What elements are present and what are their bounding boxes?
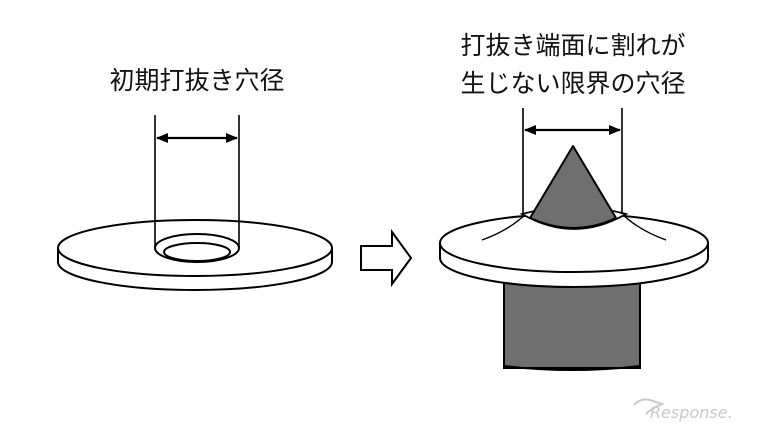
die-cylinder-bottom [503,365,641,371]
initial-hole-diameter-label: 初期打抜き穴径 [109,66,284,95]
conical-punch [529,145,617,229]
expanded-disk-group [439,145,709,371]
initial-disk-group [57,219,333,291]
initial-hole-inner [163,242,231,262]
response-watermark: Response. [633,398,733,422]
watermark-logo-icon [633,398,665,415]
process-arrow-icon [360,228,413,288]
limit-hole-diameter-label-line2: 生じない限界の穴径 [460,69,685,98]
conical-punch-base [529,217,617,229]
watermark-text: Response. [650,403,733,422]
initial-diameter-dimension [154,115,240,248]
limit-hole-diameter-label-line1: 打抜き端面に割れが [460,31,685,60]
limit-diameter-dimension [522,108,623,214]
